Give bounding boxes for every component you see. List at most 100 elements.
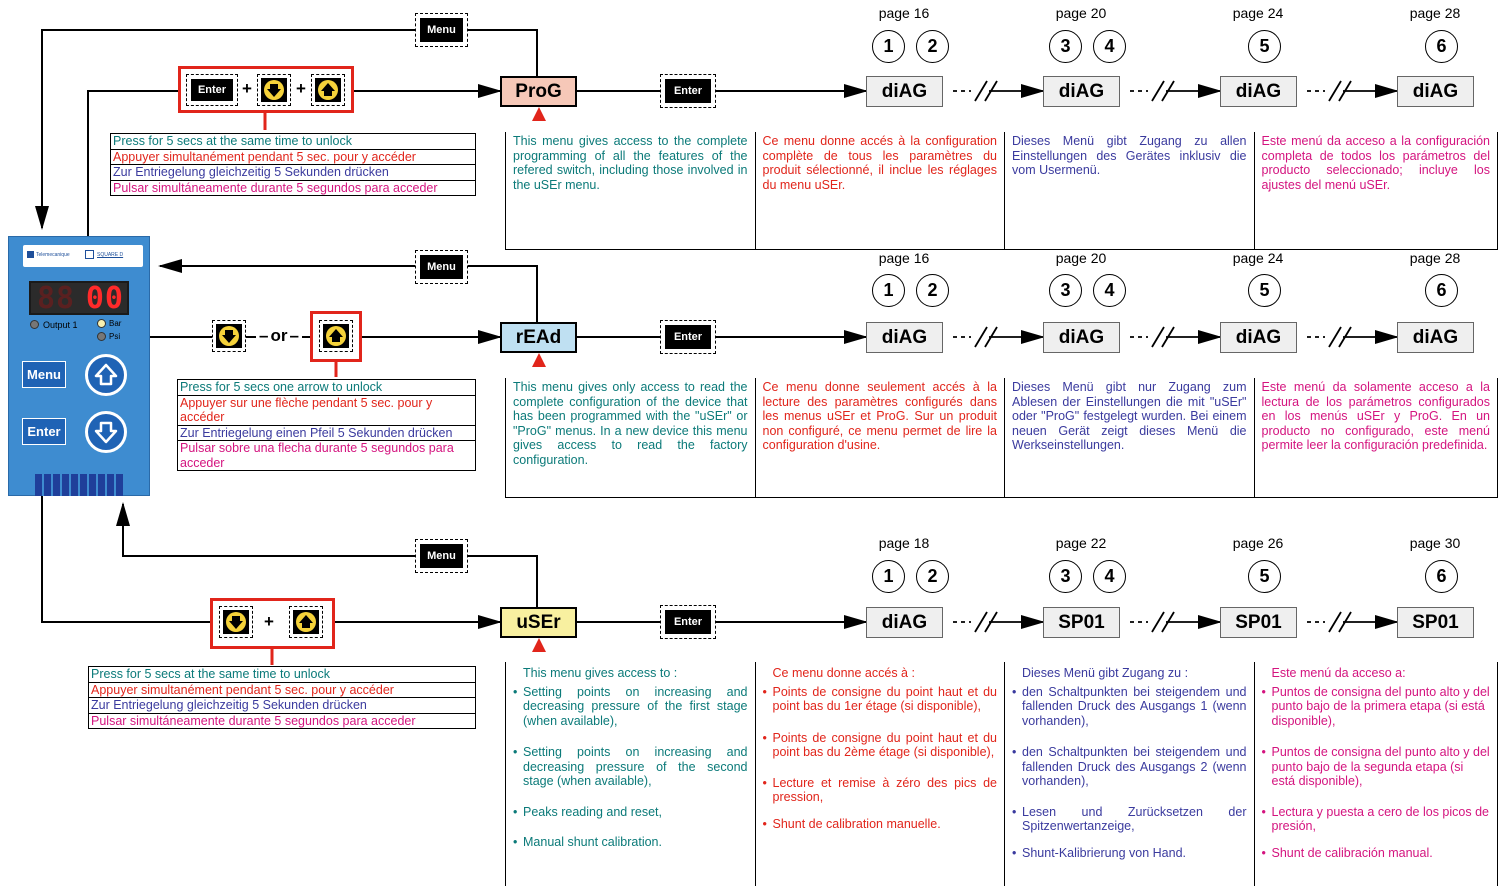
target-parameter-box[interactable]: diAG <box>1043 322 1120 353</box>
or-label: –or– <box>256 326 302 346</box>
up-arrow-key[interactable] <box>311 74 345 106</box>
down-arrow-icon <box>226 612 246 632</box>
break-slash <box>1151 326 1165 348</box>
down-arrow-key[interactable] <box>257 74 291 106</box>
plus-sign: + <box>296 79 306 98</box>
menu-key[interactable]: Menu <box>415 250 468 284</box>
prog-mode-box[interactable]: ProG <box>500 76 577 107</box>
step-number-circle: 1 <box>872 30 905 63</box>
step-number-circle: 2 <box>916 30 949 63</box>
user-desc-es: Este menú da acceso a: Puntos de consign… <box>1255 662 1498 886</box>
target-parameter-box[interactable]: diAG <box>1220 322 1297 353</box>
step-number-circle: 4 <box>1093 560 1126 593</box>
bar-label: Bar <box>109 319 122 328</box>
step-number-circle: 6 <box>1425 560 1458 593</box>
enter-key[interactable]: Enter <box>186 74 238 106</box>
page-reference: page 22 <box>1055 535 1107 551</box>
device-display: 88 00 <box>29 281 129 315</box>
page-reference: page 16 <box>878 250 930 266</box>
device-up-button[interactable] <box>85 354 127 396</box>
target-parameter-box[interactable]: SP01 <box>1043 607 1120 638</box>
page-reference: page 28 <box>1409 250 1461 266</box>
step-number-circle: 3 <box>1049 274 1082 307</box>
user-desc-fr: Ce menu donne accés à : Points de consig… <box>756 662 1005 886</box>
user-description: This menu gives access to : Setting poin… <box>505 662 1498 886</box>
page-reference: page 24 <box>1232 250 1284 266</box>
read-description: This menu gives only access to read the … <box>505 378 1498 498</box>
up-arrow-key[interactable] <box>289 606 323 638</box>
target-parameter-box[interactable]: SP01 <box>1397 607 1474 638</box>
target-parameter-box[interactable]: diAG <box>1043 76 1120 107</box>
step-number-circle: 5 <box>1248 560 1281 593</box>
psi-led-icon <box>97 332 106 341</box>
plus-sign: + <box>242 79 252 98</box>
break-slash <box>1151 611 1165 633</box>
output-led-icon <box>30 320 39 329</box>
step-number-circle: 5 <box>1248 30 1281 63</box>
page-reference: page 24 <box>1232 5 1284 21</box>
device-menu-button[interactable]: Menu <box>22 361 66 388</box>
read-unlock-instructions: Press for 5 secs one arrow to unlock App… <box>177 379 476 471</box>
menu-key[interactable]: Menu <box>415 539 468 573</box>
break-slash <box>974 80 988 102</box>
target-parameter-box[interactable]: diAG <box>866 322 943 353</box>
step-number-circle: 4 <box>1093 30 1126 63</box>
device-grille <box>35 474 123 496</box>
break-slash <box>974 326 988 348</box>
enter-key[interactable]: Enter <box>660 74 716 108</box>
down-arrow-icon <box>264 80 284 100</box>
target-parameter-box[interactable]: diAG <box>1397 76 1474 107</box>
step-number-circle: 3 <box>1049 560 1082 593</box>
up-arrow-icon <box>318 80 338 100</box>
step-number-circle: 3 <box>1049 30 1082 63</box>
break-slash <box>974 611 988 633</box>
device-brand-plate: Telemecanique SQUARE D <box>23 245 143 267</box>
down-arrow-icon <box>219 326 239 346</box>
target-parameter-box[interactable]: diAG <box>1397 322 1474 353</box>
target-parameter-box[interactable]: SP01 <box>1220 607 1297 638</box>
output-label: Output 1 <box>43 320 78 330</box>
step-number-circle: 5 <box>1248 274 1281 307</box>
break-slash <box>1328 326 1342 348</box>
prog-description: This menu gives access to the complete p… <box>505 132 1498 250</box>
target-parameter-box[interactable]: diAG <box>866 76 943 107</box>
enter-key[interactable]: Enter <box>660 605 716 639</box>
square-d-logo-icon <box>85 250 94 259</box>
step-number-circle: 4 <box>1093 274 1126 307</box>
up-arrow-key[interactable] <box>319 320 353 352</box>
up-arrow-icon <box>326 326 346 346</box>
plus-sign: + <box>264 612 274 631</box>
page-reference: page 28 <box>1409 5 1461 21</box>
user-mode-box[interactable]: uSEr <box>500 607 577 638</box>
break-slash <box>1328 80 1342 102</box>
display-unlit-digits: 88 <box>37 281 76 316</box>
down-arrow-key[interactable] <box>219 606 253 638</box>
step-number-circle: 2 <box>916 274 949 307</box>
pressure-switch-device: Telemecanique SQUARE D 88 00 Output 1 Ba… <box>8 236 150 496</box>
prog-unlock-instructions: Press for 5 secs at the same time to unl… <box>110 133 476 196</box>
psi-label: Psi <box>109 332 121 341</box>
target-parameter-box[interactable]: diAG <box>1220 76 1297 107</box>
page-reference: page 20 <box>1055 250 1107 266</box>
page-reference: page 30 <box>1409 535 1461 551</box>
break-slash <box>1151 80 1165 102</box>
device-down-button[interactable] <box>85 411 127 453</box>
page-reference: page 26 <box>1232 535 1284 551</box>
up-arrow-icon <box>94 363 118 386</box>
page-reference: page 20 <box>1055 5 1107 21</box>
device-enter-button[interactable]: Enter <box>22 418 66 445</box>
read-mode-box[interactable]: rEAd <box>500 322 577 353</box>
enter-key[interactable]: Enter <box>660 320 716 354</box>
bar-led-icon <box>97 319 106 328</box>
up-arrow-icon <box>296 612 316 632</box>
step-number-circle: 6 <box>1425 274 1458 307</box>
brand-square-d: SQUARE D <box>97 252 124 258</box>
down-arrow-key[interactable] <box>212 320 246 352</box>
menu-key[interactable]: Menu <box>415 13 468 47</box>
target-parameter-box[interactable]: diAG <box>866 607 943 638</box>
step-number-circle: 2 <box>916 560 949 593</box>
page-reference: page 18 <box>878 535 930 551</box>
down-arrow-icon <box>94 421 118 444</box>
page-reference: page 16 <box>878 5 930 21</box>
